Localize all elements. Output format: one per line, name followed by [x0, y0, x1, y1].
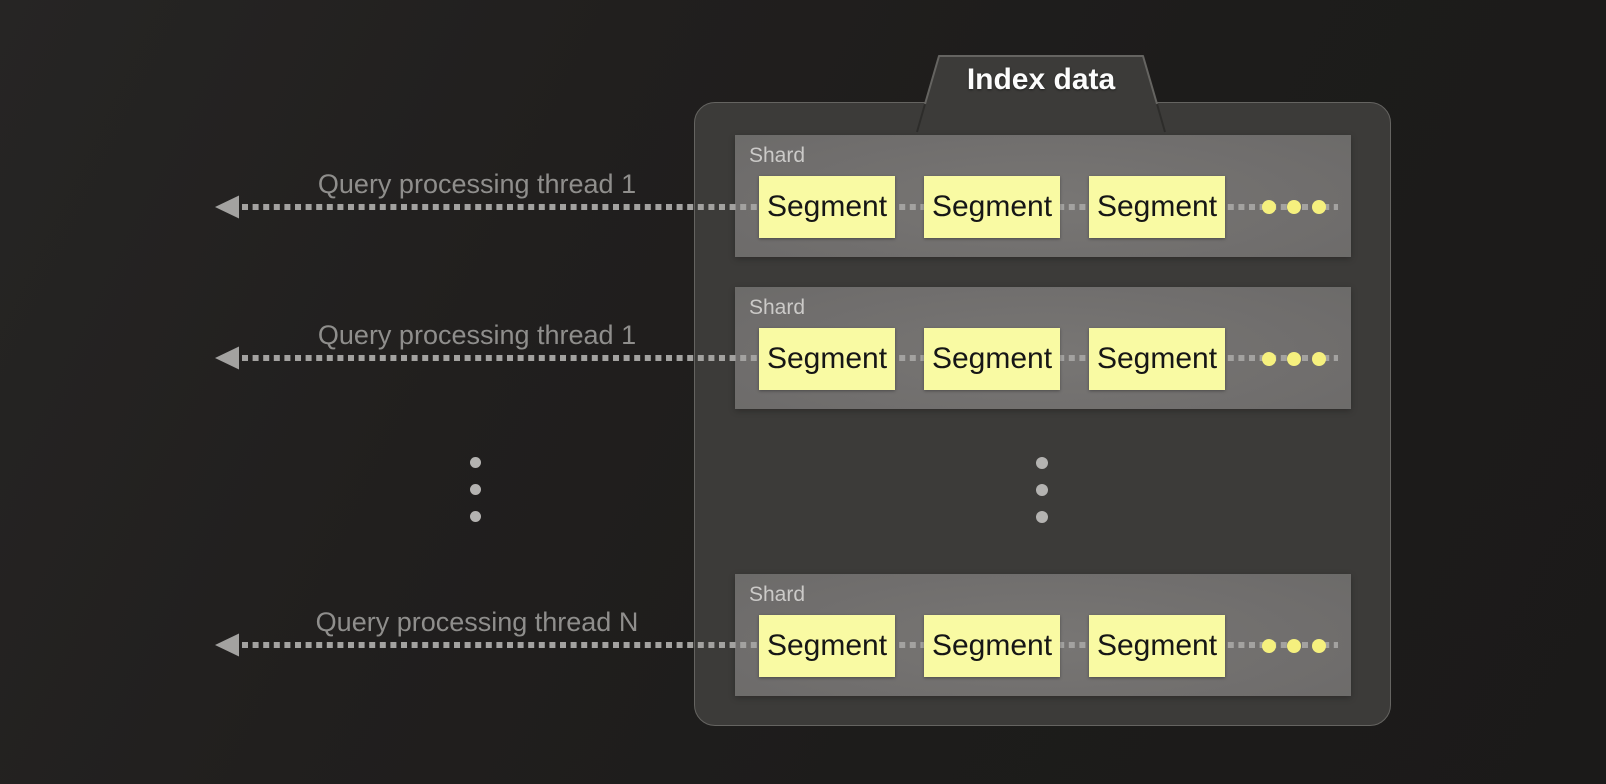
thread-label: Query processing thread 1	[317, 320, 637, 350]
index-data-panel: Shard Segment Segment Segment Shard Segm…	[694, 102, 1391, 726]
segment-box: Segment	[924, 176, 1060, 238]
more-segments-ellipsis-dots	[1262, 639, 1326, 653]
segment-box: Segment	[924, 615, 1060, 677]
shard-label: Shard	[749, 296, 806, 319]
arrowhead-left-icon	[215, 195, 239, 219]
segment-box: Segment	[759, 328, 895, 390]
shard-row: Shard Segment Segment Segment	[735, 135, 1351, 257]
index-data-tab	[924, 55, 1158, 105]
segment-box: Segment	[1089, 176, 1225, 238]
thread-label: Query processing thread N	[315, 607, 639, 637]
more-shards-ellipsis-dots	[1036, 457, 1048, 523]
arrowhead-left-icon	[215, 346, 239, 370]
panel-title: Index data	[966, 63, 1116, 96]
more-threads-ellipsis-dots	[470, 457, 481, 522]
shard-label: Shard	[749, 583, 806, 606]
segment-box: Segment	[759, 615, 895, 677]
segment-box: Segment	[759, 176, 895, 238]
arrowhead-left-icon	[215, 633, 239, 657]
segment-box: Segment	[1089, 328, 1225, 390]
shard-label: Shard	[749, 144, 806, 167]
tab-seam-lines	[916, 103, 1166, 133]
shard-row: Shard Segment Segment Segment	[735, 574, 1351, 696]
more-segments-ellipsis-dots	[1262, 352, 1326, 366]
segment-box: Segment	[1089, 615, 1225, 677]
segment-box: Segment	[924, 328, 1060, 390]
shard-row: Shard Segment Segment Segment	[735, 287, 1351, 409]
thread-label: Query processing thread 1	[317, 169, 637, 199]
more-segments-ellipsis-dots	[1262, 200, 1326, 214]
